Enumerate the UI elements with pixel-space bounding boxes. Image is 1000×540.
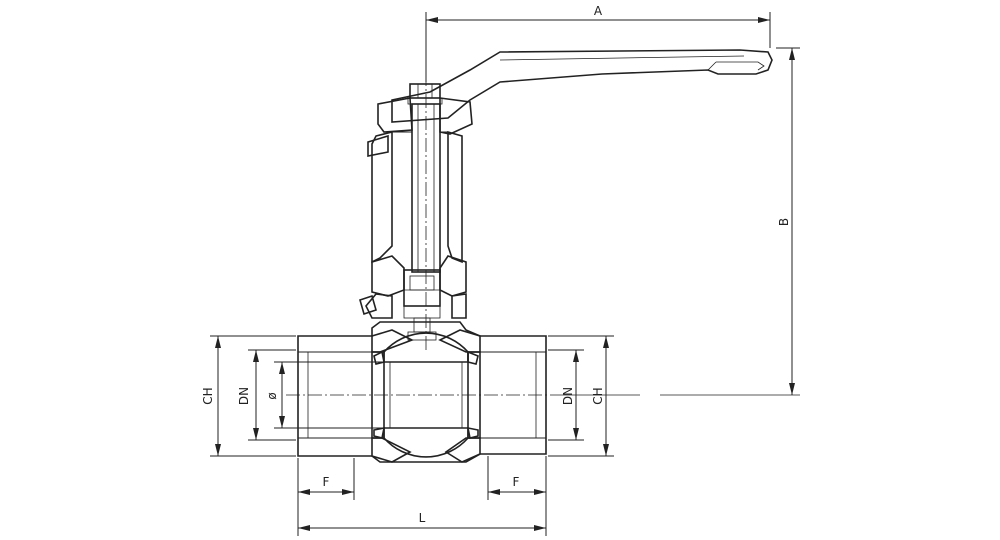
dimension-label-L: L bbox=[419, 511, 426, 525]
gland-packing bbox=[359, 255, 467, 341]
dimension-label-CH-right: CH bbox=[591, 387, 605, 404]
dimension-L: L bbox=[298, 511, 546, 531]
dimension-DN-right: DN bbox=[548, 349, 584, 441]
stem-housing bbox=[367, 72, 463, 352]
dimension-label-F-right: F bbox=[513, 475, 520, 489]
dimension-label-DN-left: DN bbox=[237, 387, 251, 405]
dimension-label-A: A bbox=[594, 4, 603, 18]
dimension-F-left: F bbox=[297, 458, 355, 536]
dimension-A: A bbox=[425, 4, 771, 82]
dimension-label-DN-right: DN bbox=[561, 387, 575, 405]
dimension-label-B: B bbox=[777, 218, 791, 226]
lever-handle bbox=[391, 49, 773, 123]
dimension-label-CH-left: CH bbox=[201, 387, 215, 404]
dimension-CH-right: CH bbox=[548, 335, 614, 457]
valve-body bbox=[286, 321, 800, 463]
dimension-label-F-left: F bbox=[323, 475, 330, 489]
dimension-CH-left: CH bbox=[201, 335, 296, 457]
dimension-label-diameter: ø bbox=[265, 392, 279, 399]
dimension-B: B bbox=[776, 47, 800, 395]
dimension-DN-left: DN bbox=[237, 349, 296, 441]
dimension-diameter: ø bbox=[265, 361, 384, 429]
dimension-F-right: F bbox=[487, 456, 547, 536]
